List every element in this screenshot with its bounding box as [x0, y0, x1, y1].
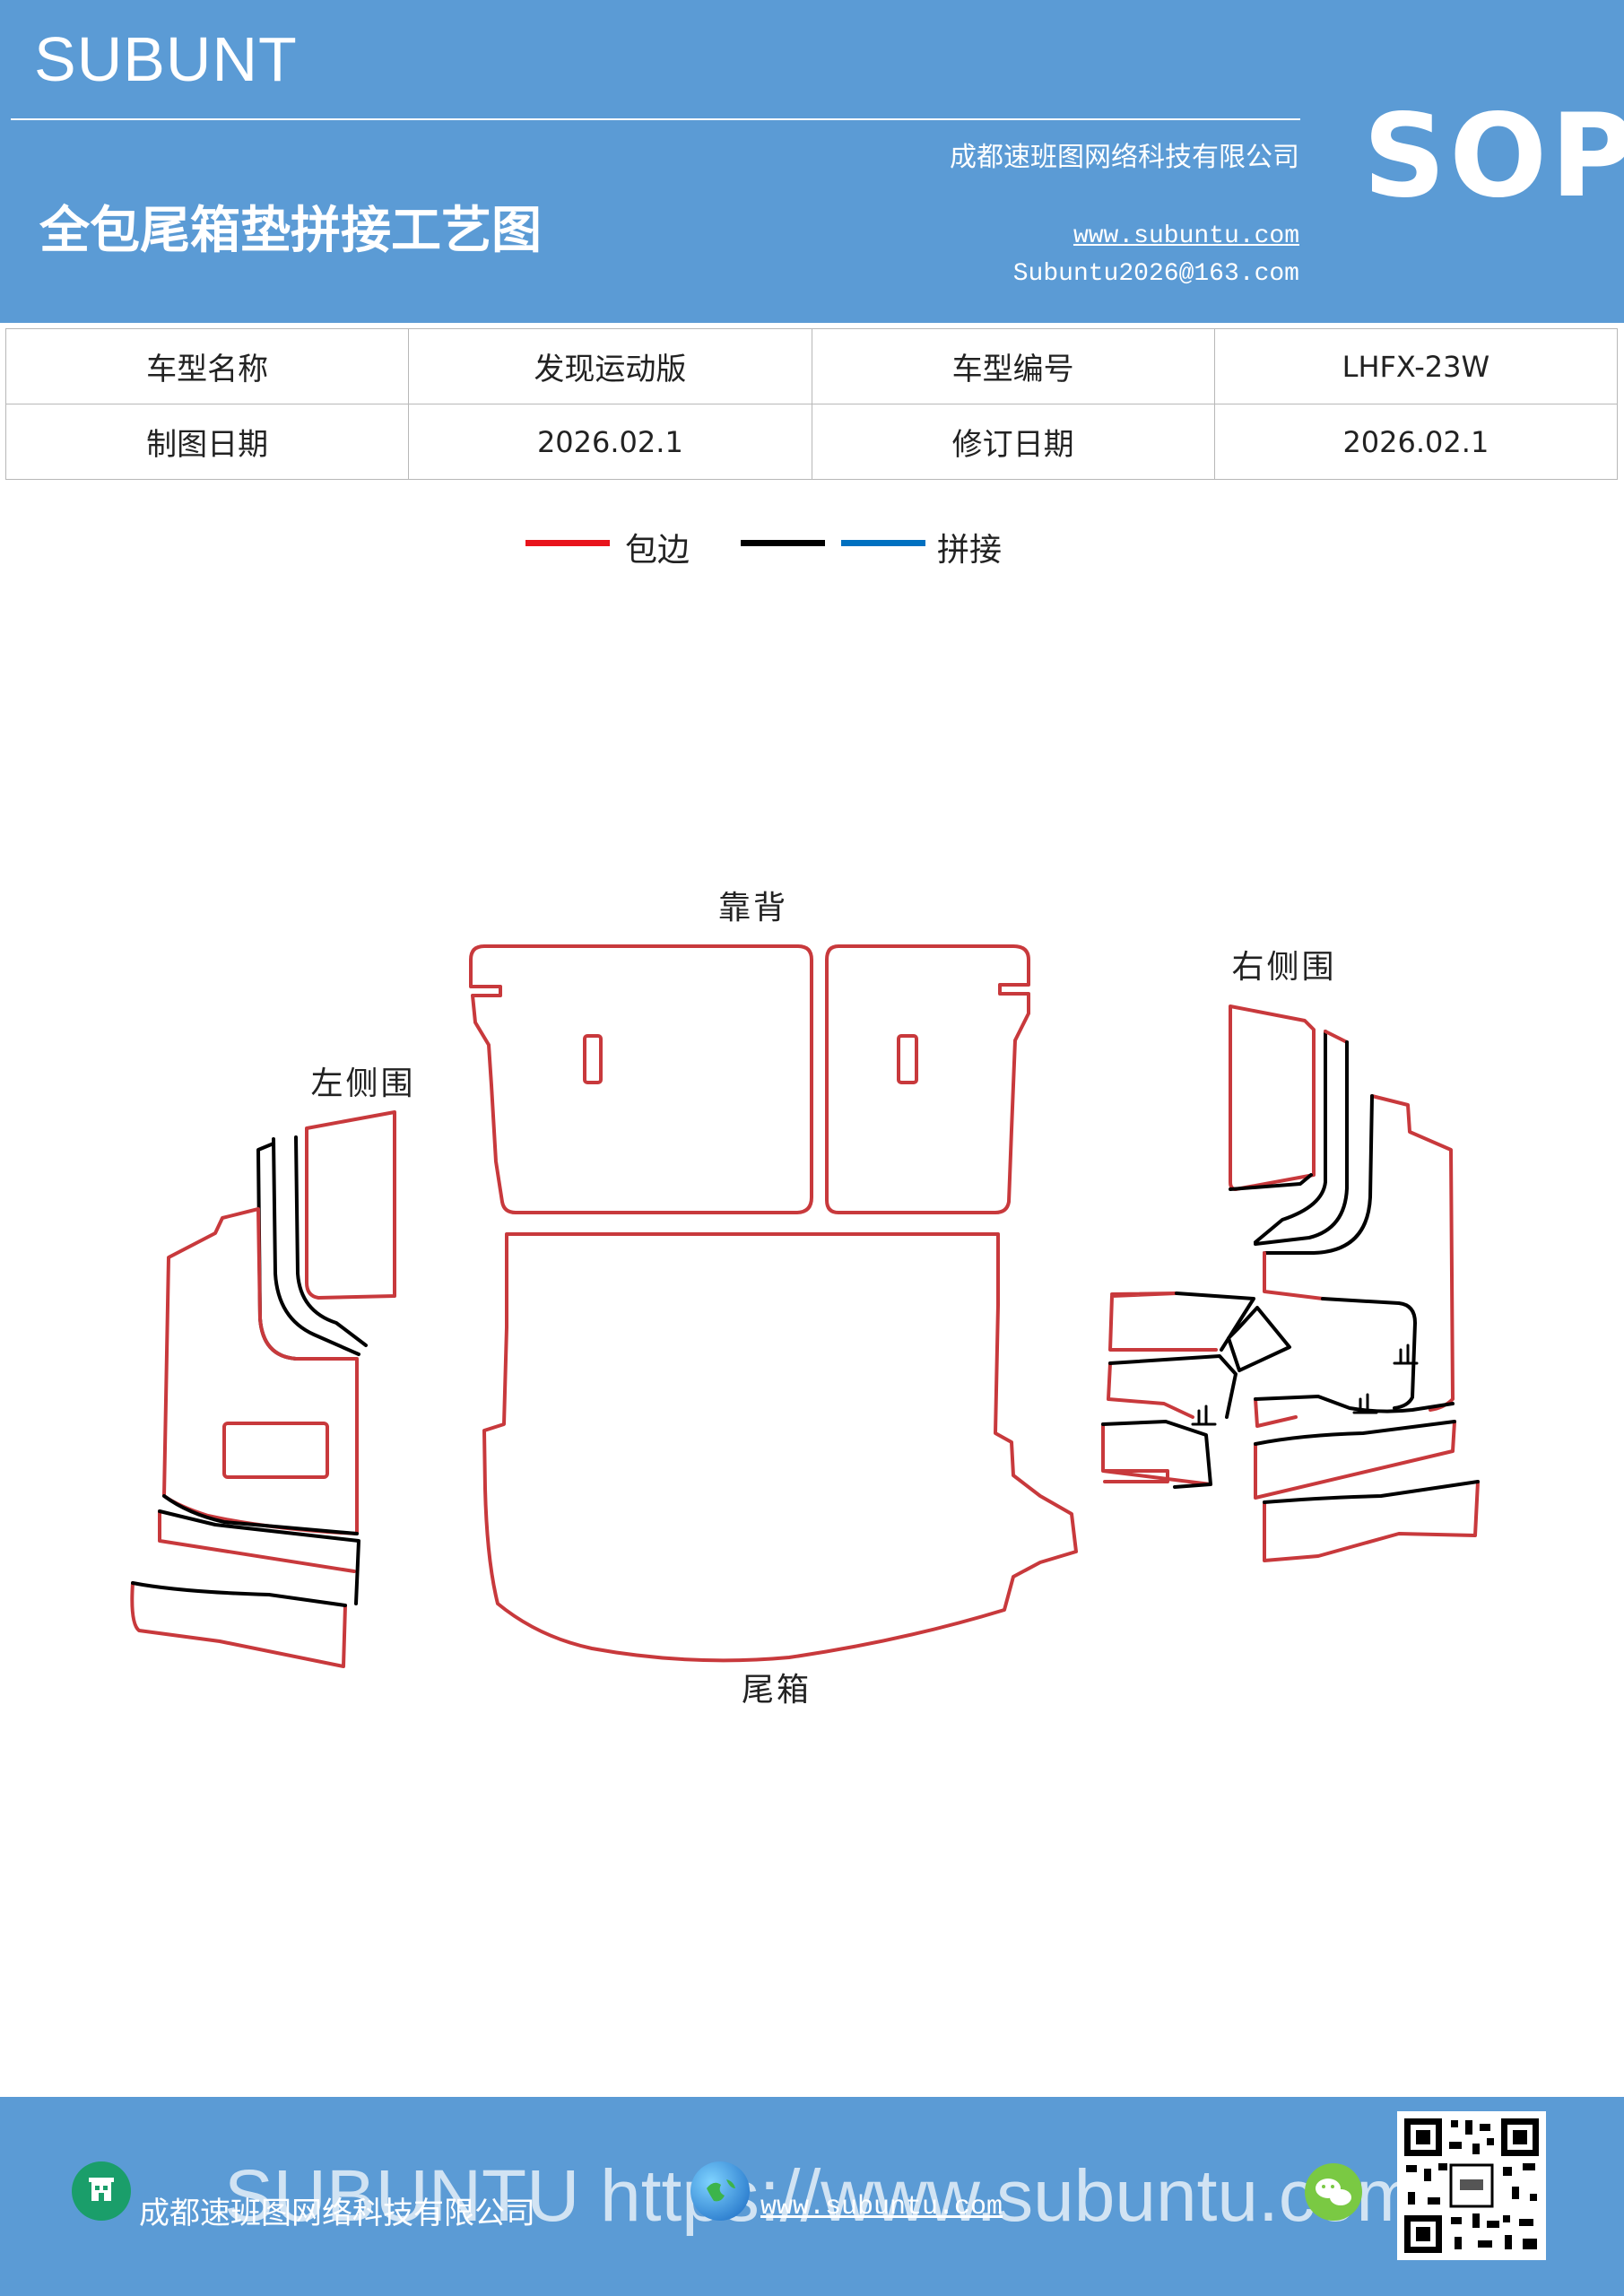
- right-side-main: [1263, 1094, 1374, 1255]
- right-side-main: [1263, 1251, 1324, 1300]
- table-row: 制图日期 2026.02.1 修订日期 2026.02.1: [4, 404, 1619, 480]
- right-side-block-a: [1175, 1292, 1255, 1352]
- draw-date-label: 制图日期: [4, 404, 410, 480]
- right-side-top-piece: [1229, 1173, 1313, 1191]
- notch-marks: [1191, 1344, 1419, 1426]
- left-side-strip-2: [158, 1509, 360, 1605]
- right-side-strip-b: [1254, 1420, 1456, 1446]
- left-side-top-piece: [272, 1137, 360, 1356]
- brand-name: SUBUNT: [34, 24, 298, 94]
- left-side-mid-piece: [256, 1142, 298, 1361]
- black-swatch: [741, 540, 825, 546]
- right-side-top-piece: [1229, 1004, 1316, 1191]
- right-side-block-c: [1101, 1422, 1212, 1486]
- qr-code: [1397, 2111, 1546, 2260]
- wechat-icon: [1305, 2163, 1362, 2221]
- right-side-curve: [1254, 1030, 1327, 1244]
- model-name-value: 发现运动版: [408, 328, 812, 404]
- label-backrest: 靠背: [718, 890, 788, 926]
- label-trunk: 尾箱: [742, 1672, 812, 1709]
- left-side-top-piece: [305, 1110, 396, 1300]
- right-side-tri: [1227, 1306, 1291, 1372]
- splice-diagram: 靠背 左侧围 右侧围 尾箱: [130, 890, 1480, 1709]
- right-side-strip-b: [1254, 1420, 1456, 1500]
- model-code-value: LHFX-23W: [1213, 328, 1619, 404]
- revise-date-value: 2026.02.1: [1213, 404, 1619, 480]
- left-side-window: [222, 1422, 329, 1479]
- backrest-right-slot: [897, 1034, 918, 1084]
- document-title: 全包尾箱垫拼接工艺图: [39, 201, 542, 260]
- draw-date-value: 2026.02.1: [408, 404, 812, 480]
- left-side-bottom: [130, 1581, 347, 1668]
- backrest-left-panel: [469, 944, 813, 1214]
- footer-website-link[interactable]: www.subuntu.com: [760, 2192, 1003, 2222]
- splice-legend-label: 拼接: [937, 532, 1003, 569]
- right-side-strip-a: [1254, 1395, 1455, 1413]
- right-side-curve: [1324, 1030, 1349, 1044]
- backrest-left-slot: [583, 1034, 603, 1084]
- email-address: Subuntu2026@163.com: [1012, 260, 1299, 288]
- footer-company-name: 成都速班图网络科技有限公司: [139, 2196, 535, 2231]
- sop-badge: SOP: [1363, 90, 1624, 223]
- trunk-floor-panel: [482, 1232, 1078, 1663]
- company-name: 成都速班图网络科技有限公司: [950, 142, 1299, 173]
- right-side-block-b: [1107, 1361, 1194, 1419]
- left-side-top-piece: [294, 1135, 368, 1347]
- building-icon: [72, 2161, 131, 2221]
- left-side-bottom: [131, 1581, 347, 1607]
- info-table: 车型名称 发现运动版 车型编号 LHFX-23W 制图日期 2026.02.1 …: [4, 328, 1619, 480]
- header-divider: [11, 118, 1300, 120]
- right-side-block-c-tab: [1103, 1469, 1169, 1483]
- footer-watermark: SUBUNTU https://www.subuntu.com: [224, 2155, 1418, 2237]
- label-left-side: 左侧围: [310, 1065, 415, 1102]
- right-side-bottom: [1263, 1480, 1480, 1562]
- label-right-side: 右侧围: [1231, 949, 1336, 986]
- right-side-curve: [1254, 1040, 1349, 1246]
- edge-legend-label: 包边: [625, 532, 690, 569]
- right-side-main: [1321, 1297, 1417, 1410]
- right-side-bottom: [1263, 1480, 1480, 1504]
- revise-date-label: 修订日期: [811, 404, 1215, 480]
- table-row: 车型名称 发现运动版 车型编号 LHFX-23W: [4, 328, 1619, 404]
- edge-swatch: [525, 540, 610, 546]
- right-side-block-c: [1101, 1420, 1212, 1489]
- globe-icon: [690, 2161, 750, 2221]
- website-link[interactable]: www.subuntu.com: [1073, 222, 1299, 250]
- footer-banner: SUBUNTU https://www.subuntu.com 成都速班图网络科…: [0, 2097, 1624, 2296]
- left-side-strip-2: [158, 1509, 356, 1573]
- legend: 包边 拼接: [0, 524, 1624, 578]
- right-side-block-a: [1108, 1292, 1218, 1352]
- left-side-strip: [162, 1494, 359, 1535]
- header-banner: SUBUNT 全包尾箱垫拼接工艺图 成都速班图网络科技有限公司 www.subu…: [0, 0, 1624, 323]
- right-side-block-b: [1108, 1354, 1238, 1419]
- right-side-strip-a: [1254, 1397, 1298, 1428]
- model-code-label: 车型编号: [811, 328, 1215, 404]
- model-name-label: 车型名称: [4, 328, 410, 404]
- left-side-main-piece: [162, 1207, 359, 1535]
- backrest-right-panel: [825, 944, 1030, 1214]
- splice-swatch: [841, 540, 925, 546]
